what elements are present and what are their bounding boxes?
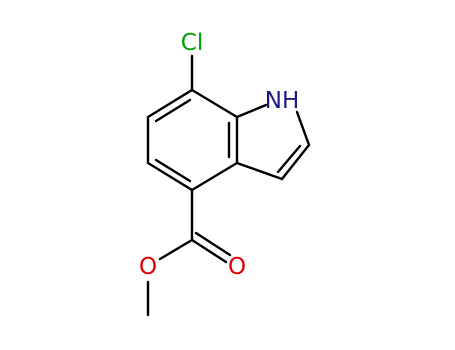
bond-c-o-single xyxy=(158,238,194,261)
nitrogen-atom-label: NH xyxy=(265,88,300,114)
bond-c-o-double-1 xyxy=(190,238,228,264)
bond-c4-c5 xyxy=(146,161,194,192)
bond-n1-c2 xyxy=(295,110,311,147)
ester-oxygen-label: O xyxy=(139,254,157,280)
bond-c-o-double-2 xyxy=(194,231,232,257)
bond-set xyxy=(146,54,311,317)
bond-c6-c7-inner xyxy=(154,98,192,123)
bond-c7-c7a xyxy=(190,88,239,119)
carbonyl-oxygen-label: O xyxy=(228,254,246,280)
bond-c3a-c4 xyxy=(190,161,239,192)
bond-c4-c5-inner xyxy=(154,158,192,183)
bond-c2-c3-inner xyxy=(276,144,302,174)
bond-c2-c3 xyxy=(280,143,311,181)
atom-labels: Cl NH O O xyxy=(139,30,299,280)
bond-c6-c7 xyxy=(146,88,194,119)
bond-c7a-n1 xyxy=(235,103,268,119)
chlorine-atom-label: Cl xyxy=(181,30,203,56)
bond-c3-c3a xyxy=(235,161,284,181)
